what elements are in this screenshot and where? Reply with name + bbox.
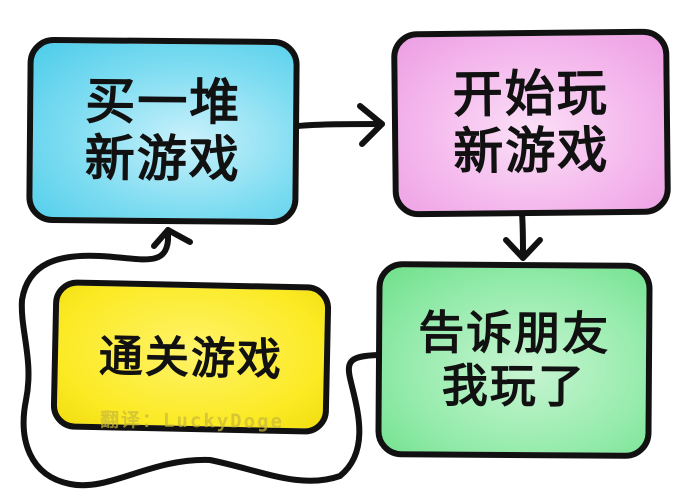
arrow-tell-loop-to-buy [18, 227, 381, 489]
node-label: 新游戏 [84, 129, 242, 189]
node-label: 我玩了 [441, 358, 587, 414]
node-tell-friends: 告诉朋友 我玩了 [375, 261, 653, 459]
arrowhead-down [503, 237, 543, 261]
node-start-playing: 开始玩 新游戏 [391, 28, 671, 218]
arrowhead-right [357, 103, 385, 147]
arrowhead-up [151, 227, 193, 249]
node-label: 新游戏 [452, 121, 610, 181]
node-label: 通关游戏 [98, 330, 284, 386]
node-label: 买一堆 [85, 71, 242, 132]
node-buy-games: 买一堆 新游戏 [26, 36, 300, 226]
translator-watermark: 翻译：LuckyDoge [99, 409, 285, 433]
node-label: 开始玩 [452, 63, 609, 124]
node-label: 告诉朋友 [418, 305, 611, 361]
arrow-buy-to-play [295, 121, 385, 129]
arrow-play-to-tell [519, 211, 526, 261]
